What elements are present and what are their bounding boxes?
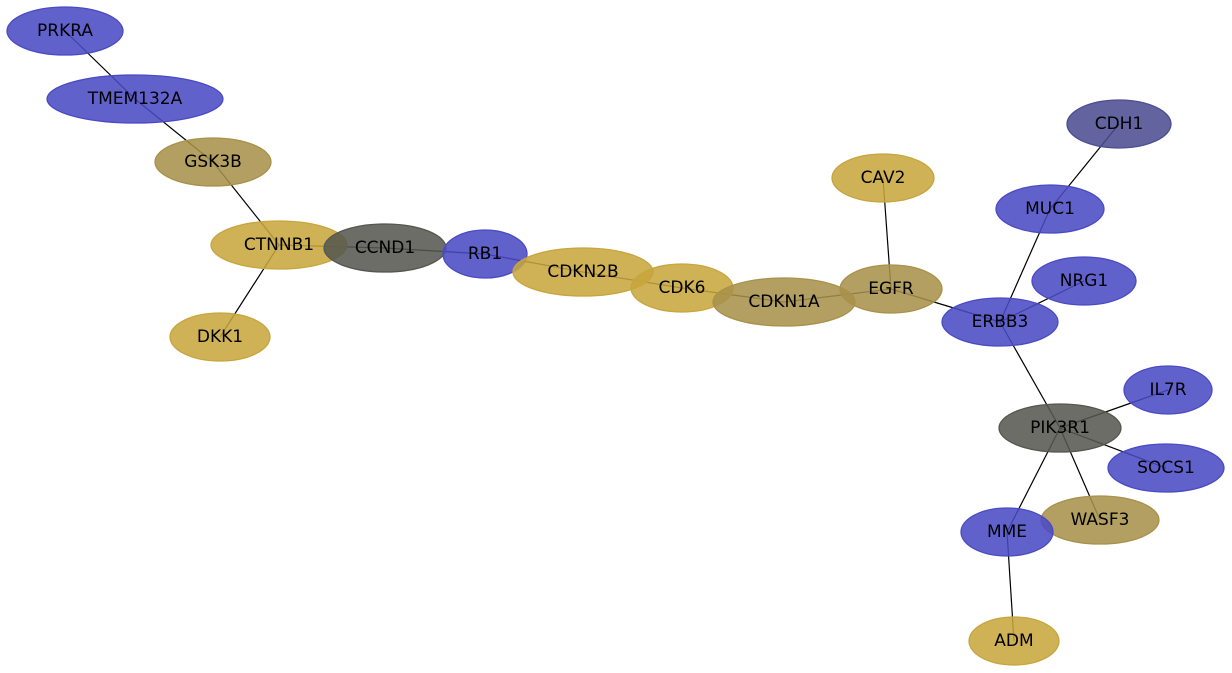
node-socs1[interactable]: SOCS1: [1107, 443, 1225, 493]
node-shape-gsk3b[interactable]: [154, 137, 272, 187]
node-shape-dkk1[interactable]: [169, 312, 271, 362]
node-shape-egfr[interactable]: [839, 264, 943, 314]
node-shape-il7r[interactable]: [1123, 365, 1213, 415]
node-shape-pik3r1[interactable]: [998, 403, 1122, 453]
node-shape-muc1[interactable]: [995, 184, 1105, 234]
node-shape-erbb3[interactable]: [941, 297, 1059, 347]
node-shape-cdh1[interactable]: [1066, 99, 1172, 149]
node-tmem132a[interactable]: TMEM132A: [46, 74, 224, 124]
node-shape-prkra[interactable]: [6, 6, 124, 56]
node-nrg1[interactable]: NRG1: [1031, 256, 1137, 306]
node-ccnd1[interactable]: CCND1: [323, 223, 447, 273]
node-shape-cav2[interactable]: [831, 153, 935, 203]
node-prkra[interactable]: PRKRA: [6, 6, 124, 56]
node-shape-wasf3[interactable]: [1040, 495, 1160, 545]
node-shape-tmem132a[interactable]: [46, 74, 224, 124]
node-mme[interactable]: MME: [960, 507, 1054, 557]
node-cav2[interactable]: CAV2: [831, 153, 935, 203]
node-muc1[interactable]: MUC1: [995, 184, 1105, 234]
node-shape-socs1[interactable]: [1107, 443, 1225, 493]
node-pik3r1[interactable]: PIK3R1: [998, 403, 1122, 453]
node-il7r[interactable]: IL7R: [1123, 365, 1213, 415]
node-shape-ccnd1[interactable]: [323, 223, 447, 273]
node-shape-adm[interactable]: [968, 616, 1060, 666]
node-cdkn1a[interactable]: CDKN1A: [712, 277, 856, 327]
node-gsk3b[interactable]: GSK3B: [154, 137, 272, 187]
node-egfr[interactable]: EGFR: [839, 264, 943, 314]
node-adm[interactable]: ADM: [968, 616, 1060, 666]
node-shape-nrg1[interactable]: [1031, 256, 1137, 306]
node-shape-rb1[interactable]: [442, 229, 528, 279]
node-erbb3[interactable]: ERBB3: [941, 297, 1059, 347]
node-dkk1[interactable]: DKK1: [169, 312, 271, 362]
node-shape-mme[interactable]: [960, 507, 1054, 557]
node-wasf3[interactable]: WASF3: [1040, 495, 1160, 545]
node-cdh1[interactable]: CDH1: [1066, 99, 1172, 149]
node-shape-cdkn1a[interactable]: [712, 277, 856, 327]
